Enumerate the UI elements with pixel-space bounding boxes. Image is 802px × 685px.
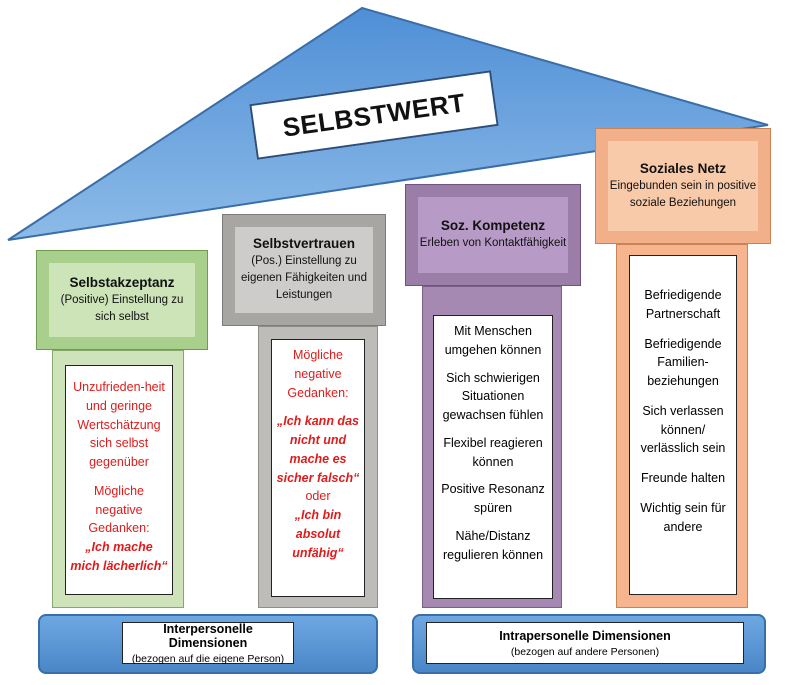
pillar-2-item-1: Mögliche negative Gedanken: (287, 348, 349, 400)
pillar-3-column: Mit Menschen umgehen können Sich schwier… (422, 286, 562, 608)
pillar-4-capital: Soziales Netz Eingebunden sein in positi… (595, 128, 771, 244)
base-interpersonal: Interpersonelle Dimensionen (bezogen auf… (38, 614, 378, 674)
pillar-1-item-1: Unzufrieden-heit und geringe Wertschätzu… (73, 380, 165, 469)
base-intrapersonal-title: Intrapersonelle Dimensionen (499, 628, 671, 643)
pillar-1-column: Unzufrieden-heit und geringe Wertschätzu… (52, 350, 184, 608)
pillar-2-item-3: oder (305, 489, 331, 504)
pillar-3-item-1: Mit Menschen umgehen können (444, 324, 542, 357)
base-intrapersonal-label: Intrapersonelle Dimensionen (bezogen auf… (426, 622, 744, 664)
pillar-4-item-1: Befriedigende Partnerschaft (644, 288, 722, 321)
pillar-2-item-2: „Ich kann das nicht und mache es sicher … (276, 414, 360, 485)
pillar-1-title: Selbstakzeptanz (69, 274, 175, 290)
pillar-3-item-4: Positive Resonanz spüren (441, 482, 545, 515)
pillar-4-item-5: Wichtig sein für andere (640, 500, 726, 534)
pillar-2-box: Mögliche negative Gedanken: „Ich kann da… (271, 339, 365, 597)
pillar-4-column: Befriedigende Partnerschaft Befriedigend… (616, 244, 748, 608)
pillar-4-item-3: Sich verlassen können/ verlässlich sein (640, 403, 726, 456)
base-intrapersonal: Intrapersonelle Dimensionen (bezogen auf… (412, 614, 766, 674)
pillar-3-item-2: Sich schwierigen Situationen gewachsen f… (442, 370, 544, 423)
pillar-1-item-3: „Ich mache mich lächerlich“ (70, 540, 168, 573)
base-interpersonal-subtitle: (bezogen auf die eigene Person) (131, 652, 285, 665)
pillar-1-capital: Selbstakzeptanz (Positive) Einstellung z… (36, 250, 208, 350)
pillar-3-subtitle: Erleben von Kontaktfähigkeit (419, 237, 567, 250)
base-intrapersonal-subtitle: (bezogen auf andere Personen) (510, 645, 660, 658)
pillar-4-subtitle: Eingebunden sein in positive soziale Bez… (609, 179, 757, 209)
pillar-2-title: Selbstvertrauen (252, 236, 356, 252)
pillar-1-item-2: Mögliche negative Gedanken: (88, 483, 150, 536)
pillar-4-item-2: Befriedigende Familien-beziehungen (644, 336, 722, 389)
pillar-3-item-3: Flexibel reagieren können (443, 435, 543, 469)
pillar-1-subtitle: (Positive) Einstellung zu sich selbst (60, 293, 184, 323)
pillar-3-capital: Soz. Kompetenz Erleben von Kontaktfähigk… (405, 184, 581, 286)
pillar-2-item-4: „Ich bin absolut unfähig“ (292, 508, 344, 560)
pillar-3-box: Mit Menschen umgehen können Sich schwier… (433, 315, 553, 599)
pillar-4-item-4: Freunde halten (640, 471, 726, 485)
pillar-3-item-5: Nähe/Distanz regulieren können (442, 528, 544, 562)
pillar-3-title: Soz. Kompetenz (440, 218, 546, 234)
pillar-2-capital: Selbstvertrauen (Pos.) Einstellung zu ei… (222, 214, 386, 326)
pillar-2-subtitle: (Pos.) Einstellung zu eigenen Fähigkeite… (241, 255, 367, 301)
base-interpersonal-title: Interpersonelle Dimensionen (163, 621, 253, 650)
pillar-4-title: Soziales Netz (639, 160, 727, 176)
pillar-2-column: Mögliche negative Gedanken: „Ich kann da… (258, 326, 378, 608)
pillar-1-box: Unzufrieden-heit und geringe Wertschätzu… (65, 365, 173, 595)
base-interpersonal-label: Interpersonelle Dimensionen (bezogen auf… (122, 621, 294, 665)
pillar-4-box: Befriedigende Partnerschaft Befriedigend… (629, 255, 737, 595)
